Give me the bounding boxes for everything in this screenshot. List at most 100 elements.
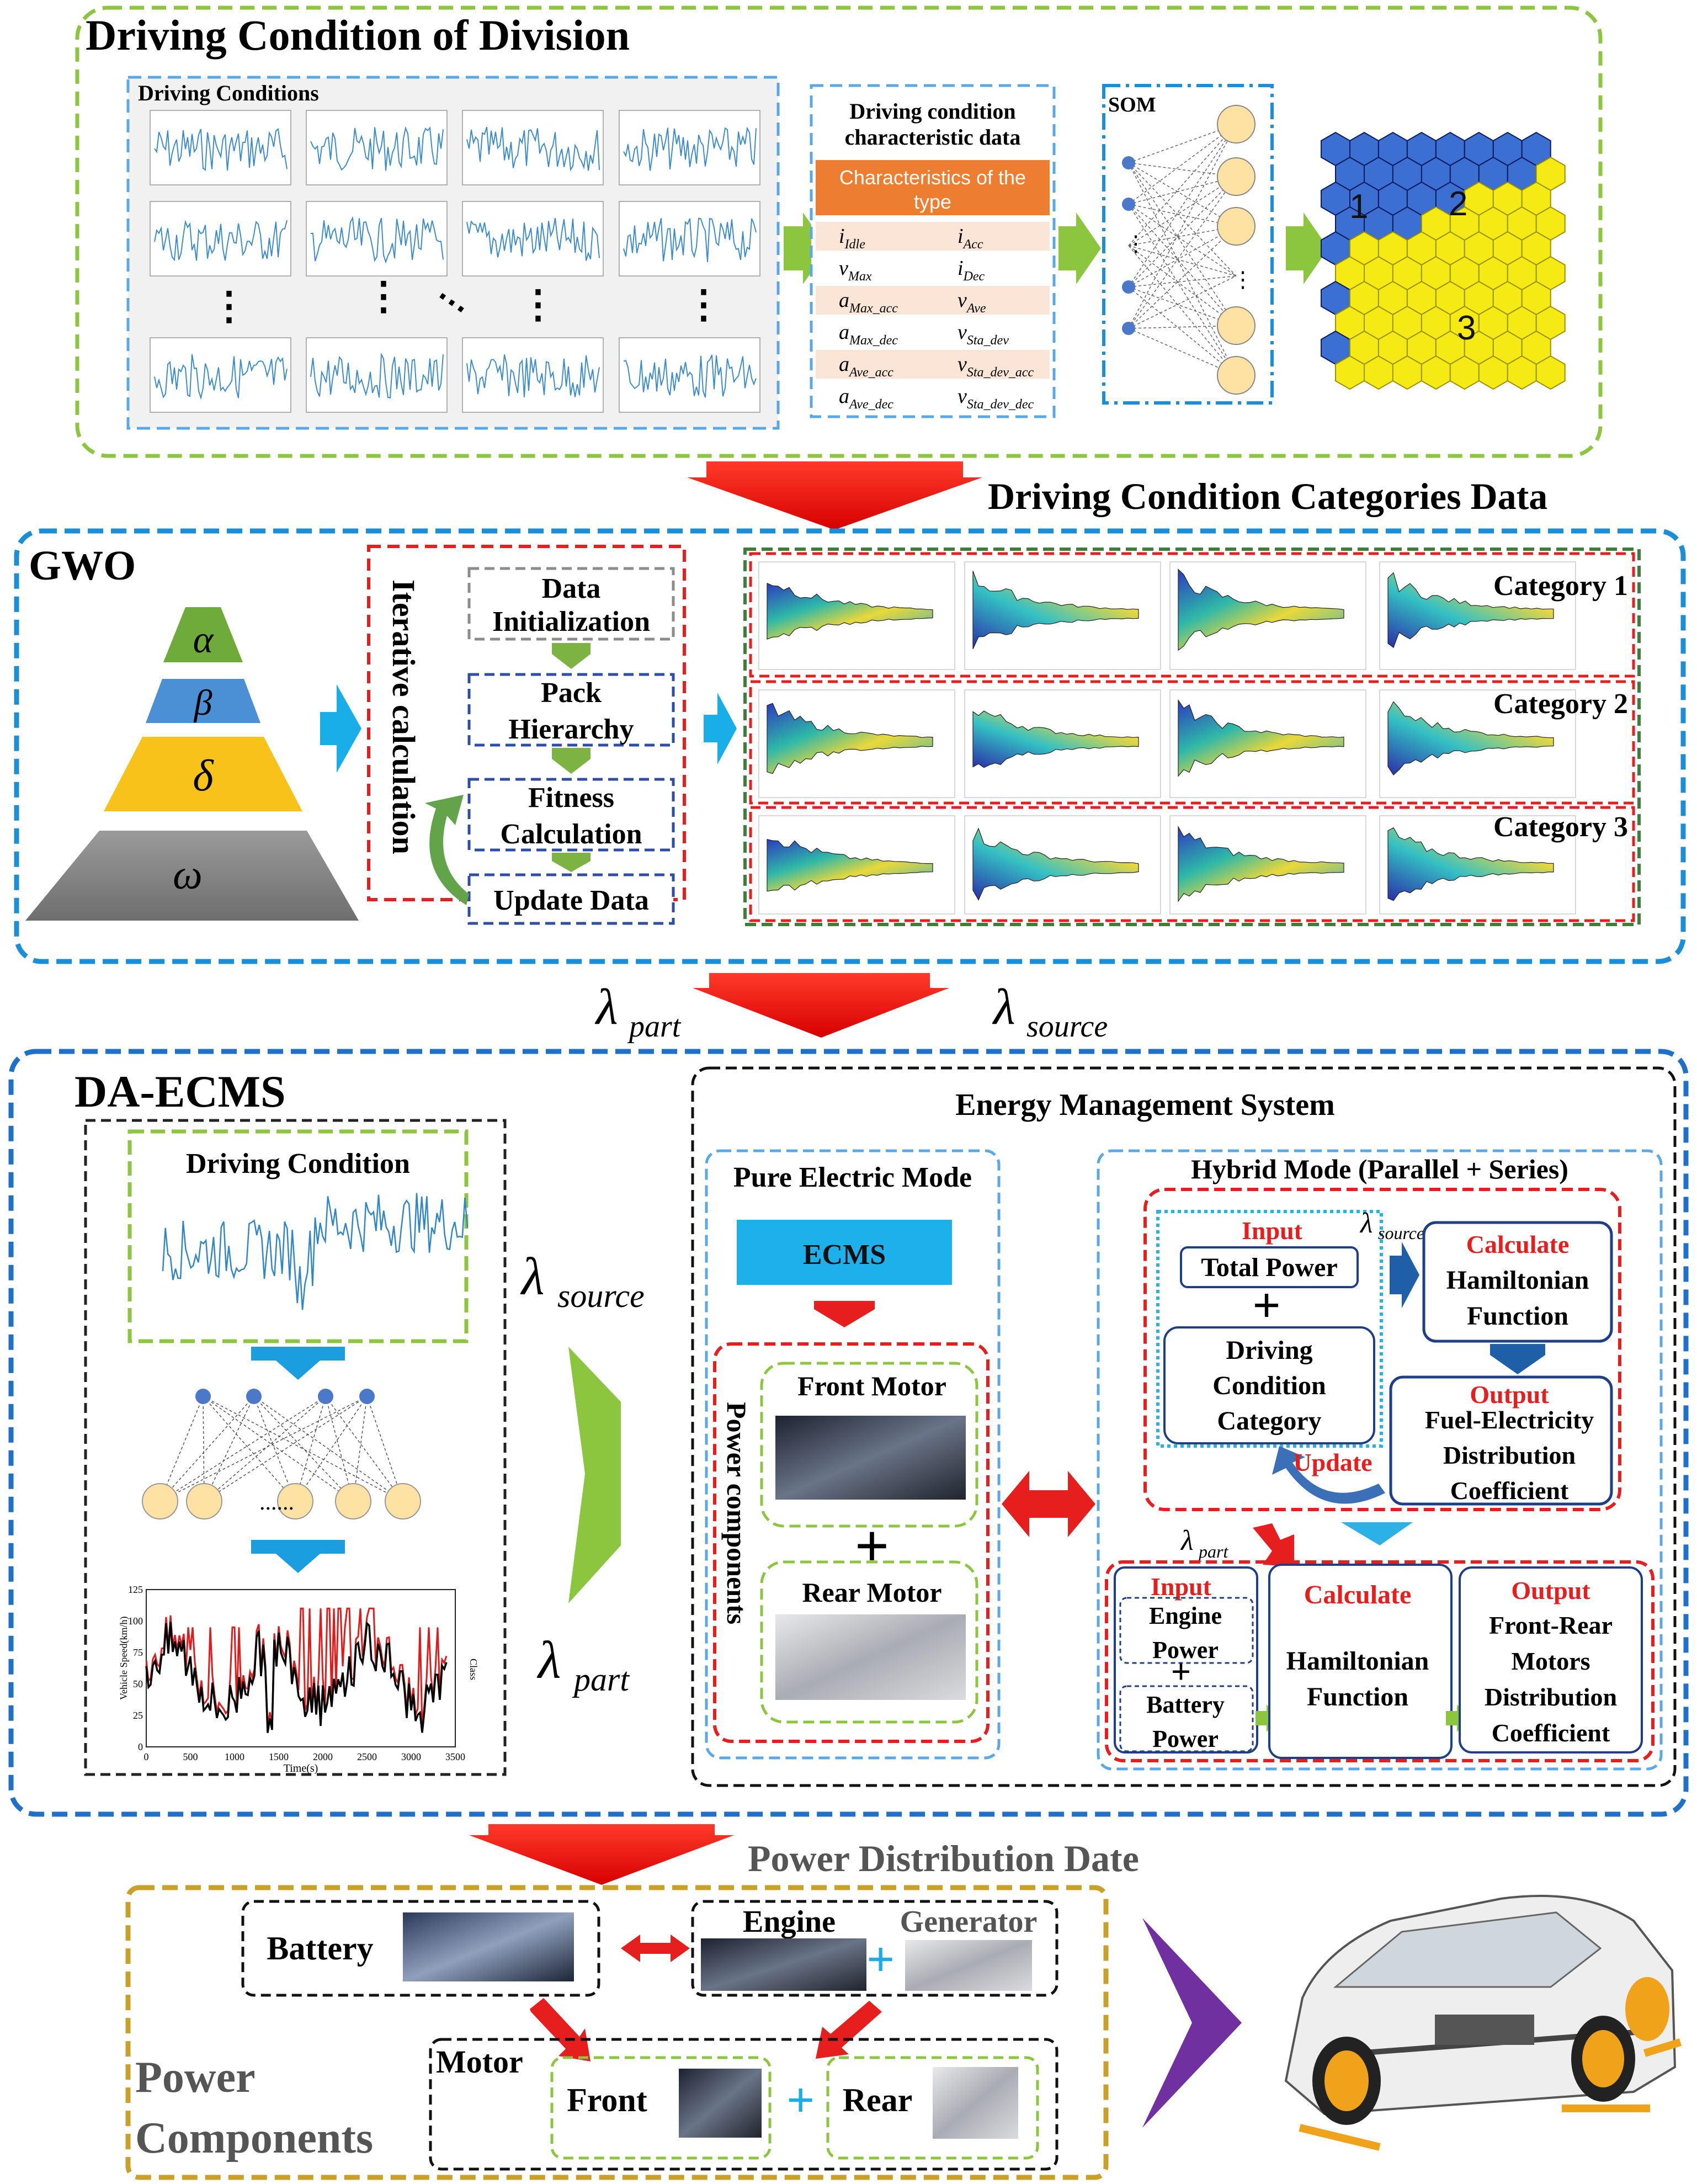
som-edge [1128, 245, 1237, 326]
lower-input-plus: + [1171, 1652, 1191, 1691]
pyramid-delta-layer [104, 737, 302, 811]
mini-plot-frame [306, 110, 448, 185]
ecms-block [737, 1220, 952, 1285]
param-left-sub: Max_dec [849, 333, 898, 348]
network-edge [203, 1396, 205, 1502]
som-edge [1128, 176, 1237, 329]
battery-photo [403, 1912, 574, 1981]
hamiltonian-line1: Hamiltonian [1446, 1266, 1589, 1295]
som-edge [1128, 245, 1237, 277]
x-tick-label: 2000 [313, 1751, 333, 1762]
rear-motor-small-photo [933, 2067, 1018, 2139]
som-input-node [1122, 322, 1135, 335]
network-input-node [359, 1389, 375, 1404]
network-edge [325, 1396, 403, 1502]
red-down-arrow [693, 973, 949, 1038]
mini-plot-trace [310, 126, 444, 171]
param-row [816, 318, 1050, 347]
cluster-label-1: 1 [1349, 188, 1368, 226]
param-row [816, 382, 1050, 411]
mini-plot-trace [310, 352, 444, 398]
cyan-down-arrow [1341, 1522, 1413, 1545]
category-3-row [749, 806, 1635, 922]
category-2-row [749, 680, 1635, 805]
delta-symbol: δ [193, 752, 214, 800]
battery-label: Battery [267, 1930, 373, 1967]
alpha-symbol: α [193, 619, 214, 661]
step-update-data [467, 873, 675, 925]
surface-plot-mesh [1178, 699, 1344, 777]
som-input-node [1122, 198, 1135, 211]
green-down-arrow [552, 748, 591, 774]
engine-label: Engine [743, 1905, 836, 1939]
driving-conditions-label: Driving Conditions [138, 81, 319, 105]
step-3-line2: Calculation [500, 819, 642, 850]
pipeline-frame [84, 1119, 507, 1776]
x-tick-label: 0 [144, 1751, 149, 1762]
param-right: vSta_dev [957, 321, 1009, 348]
surface-plot-mesh [972, 571, 1139, 650]
som-edge [1128, 124, 1237, 288]
mini-plot-frame [150, 201, 291, 277]
purple-chevron-arrow [1142, 1918, 1242, 2128]
som-edge [1128, 176, 1237, 288]
battery-motor-arrow [530, 1998, 591, 2061]
network-edge [353, 1396, 368, 1502]
mini-plot-grid [150, 110, 760, 413]
step-2-line2: Hierarchy [508, 714, 634, 745]
generator-label: Generator [900, 1905, 1038, 1939]
surface-plot-mesh [767, 703, 933, 774]
som-dots: ⋮ [1125, 231, 1147, 256]
som-hexagon [1535, 355, 1566, 390]
surface-plot-mesh [1178, 825, 1344, 902]
category-1-label: Category 1 [1493, 570, 1628, 602]
param-row [816, 254, 1050, 283]
x-tick-label: 1500 [269, 1751, 289, 1762]
hybrid-output-box [1389, 1375, 1613, 1506]
gwo-section-frame [14, 528, 1686, 964]
engine-power-box [1119, 1597, 1254, 1664]
category-1-row [749, 552, 1635, 678]
double-red-arrow [1002, 1471, 1095, 1537]
param-row [816, 222, 1050, 251]
driving-condition-trace [162, 1193, 469, 1310]
network-edge [253, 1396, 403, 1502]
param-left-sub: Idle [844, 237, 866, 252]
omega-symbol: ω [173, 852, 203, 898]
red-diagonal-arrow [1253, 1523, 1294, 1566]
green-arrow [784, 212, 828, 284]
x-tick-label: 2500 [357, 1751, 377, 1762]
param-left-sub: Max_acc [849, 301, 898, 316]
param-right-sub: Sta_dev [967, 333, 1009, 348]
pc-title-line1: Power [135, 2053, 256, 2102]
category-3-label: Category 3 [1493, 811, 1628, 843]
char-header-bg [816, 160, 1050, 215]
som-edge [1128, 226, 1237, 288]
fuel-elec-line2: Distribution [1443, 1441, 1576, 1469]
classifier-network [142, 1389, 421, 1519]
battery-power-box [1119, 1685, 1254, 1752]
total-power-box [1180, 1246, 1359, 1288]
power-components-vertical-label: Power components [721, 1402, 752, 1624]
lower-output-box [1459, 1566, 1643, 1753]
dcc-line3: Category [1217, 1406, 1321, 1436]
mini-plot-frame [619, 110, 760, 185]
front-rear-line4: Coefficient [1492, 1719, 1610, 1747]
param-right-sub: Sta_dev_dec [967, 397, 1034, 412]
network-edge [159, 1396, 204, 1502]
engine-power-line2: Power [1152, 1636, 1219, 1664]
lambda-source-subscript-2: source [557, 1278, 645, 1314]
som-edge [1128, 162, 1237, 326]
step-3-line1: Fitness [528, 782, 614, 814]
hamiltonian-line2: Function [1467, 1301, 1568, 1331]
step-fitness-calculation [467, 778, 675, 852]
blue-down-arrow [251, 1347, 345, 1380]
hybrid-mode-title: Hybrid Mode (Parallel + Series) [1191, 1154, 1568, 1184]
green-down-arrow [552, 853, 591, 872]
mini-plot-trace [466, 217, 600, 261]
network-neuron [335, 1483, 371, 1519]
step-4-label: Update Data [493, 885, 649, 916]
network-edge [253, 1396, 296, 1502]
